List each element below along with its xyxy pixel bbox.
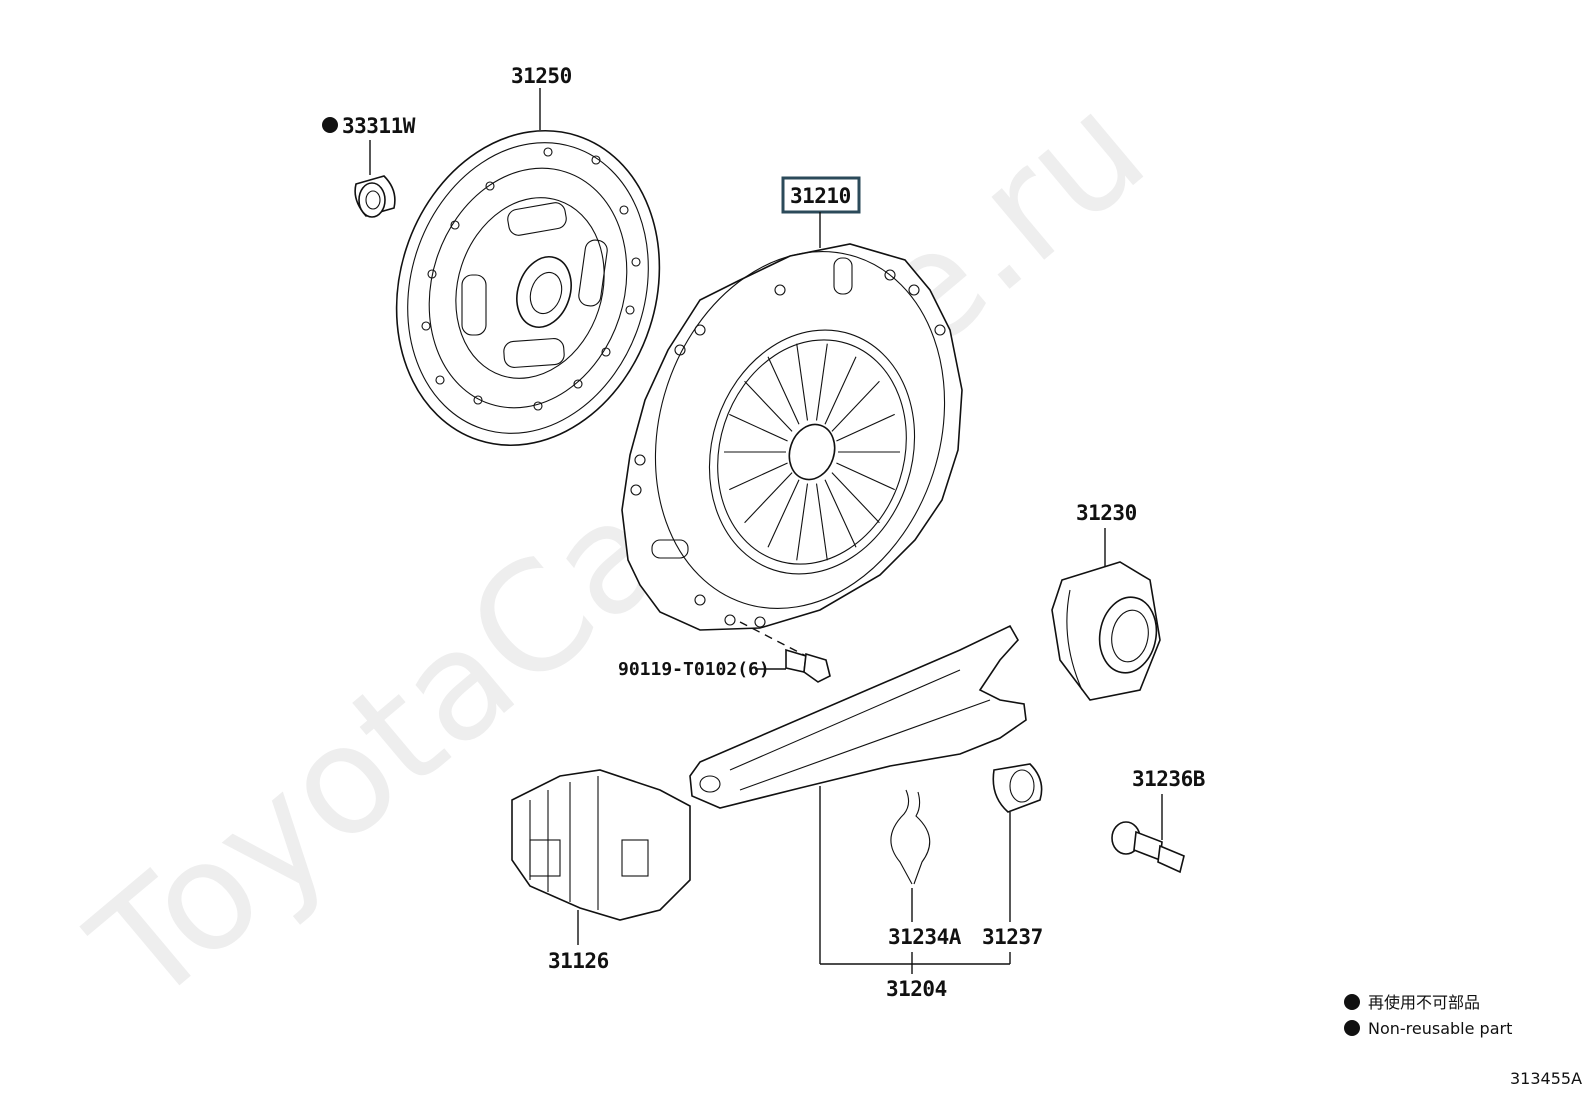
diaphragm-finger (831, 380, 880, 432)
diaphragm-finger (824, 356, 857, 425)
diaphragm-finger (744, 380, 793, 432)
diaphragm-finger (836, 462, 895, 491)
diaphragm-finger (767, 356, 800, 425)
legend-dot-english (1344, 1020, 1360, 1036)
diaphragm-finger (824, 479, 857, 548)
clutch-cover-drawing[interactable] (611, 214, 990, 647)
diaphragm-finger (815, 483, 828, 561)
diaphragm-finger (796, 343, 809, 421)
legend-japanese-text: 再使用不可部品 (1368, 993, 1480, 1012)
diaphragm-finger (729, 462, 788, 491)
label-33311w[interactable]: 33311W (342, 114, 416, 138)
label-box-31210 (781, 176, 861, 214)
label-31126[interactable]: 31126 (548, 949, 609, 973)
label-31236b[interactable]: 31236B (1132, 767, 1205, 791)
diaphragm-finger (831, 472, 880, 524)
diaphragm-finger (836, 413, 895, 442)
release-bearing-drawing[interactable] (1051, 561, 1162, 701)
diaphragm-finger (796, 483, 809, 561)
label-90119-t0102[interactable]: 90119-T0102(6) (618, 659, 770, 680)
cover-bolt-drawing[interactable] (785, 648, 831, 683)
pivot-stud-drawing[interactable] (1111, 821, 1185, 874)
diaphragm-finger (767, 479, 800, 548)
label-31204[interactable]: 31204 (886, 977, 947, 1001)
label-31250[interactable]: 31250 (511, 64, 572, 88)
diaphragm-finger (729, 413, 788, 442)
fork-clip-drawing[interactable] (890, 789, 931, 885)
pilot-bearing-drawing[interactable] (354, 175, 396, 218)
diaphragm-finger (815, 343, 828, 421)
release-fork-drawing[interactable] (689, 624, 1027, 809)
fork-boot-drawing[interactable] (511, 769, 691, 921)
diaphragm-finger (744, 472, 793, 524)
label-31210[interactable]: 31210 (790, 184, 851, 208)
legend-dot-japanese (1344, 994, 1360, 1010)
label-31237[interactable]: 31237 (982, 925, 1043, 949)
non-reusable-dot-33311w (322, 117, 338, 133)
label-31234a[interactable]: 31234A (888, 925, 962, 949)
clutch-disc-drawing[interactable] (357, 96, 699, 479)
fork-bushing-drawing[interactable] (992, 763, 1043, 813)
legend-english-text: Non-reusable part (1368, 1019, 1512, 1038)
label-31230[interactable]: 31230 (1076, 501, 1137, 525)
diagram-code: 313455A (1510, 1069, 1582, 1088)
